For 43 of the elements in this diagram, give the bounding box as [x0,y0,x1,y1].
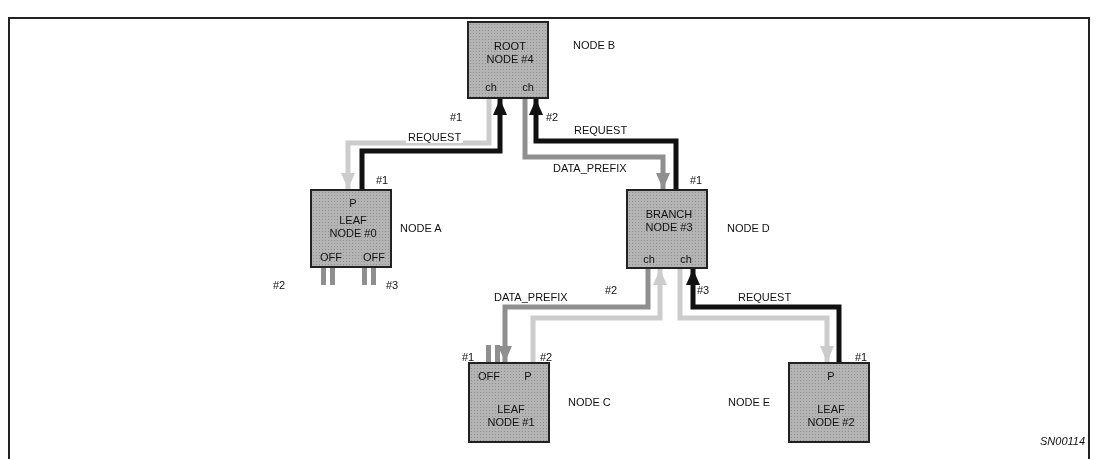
node-caption: NODE A [400,222,442,234]
node-text: P [827,369,835,383]
node-text: OFF [363,250,385,264]
port-number: #2 [540,351,553,363]
figure-code: SN00114 [1040,435,1086,447]
port-number: #1 [462,351,475,363]
node-text: ch [643,252,655,266]
node-text: ROOT NODE #4 [485,40,535,66]
arrow [530,269,667,362]
node-text: OFF [320,250,342,264]
node-caption: NODE C [568,396,611,408]
node-text: LEAF NODE #1 [486,403,536,429]
node-text: P [524,369,532,383]
edge-label: REQUEST [572,124,630,136]
edge-label: DATA_PREFIX [492,291,570,303]
node-caption: NODE B [573,39,616,51]
edge-label: REQUEST [406,131,464,143]
port-number: #3 [386,279,399,291]
node-box [467,21,549,99]
node-box [468,362,550,443]
node-text: ch [522,80,534,94]
node-text: BRANCH NODE #3 [644,208,694,234]
port-number: #3 [697,284,710,296]
node-text: ch [680,252,692,266]
port-number: #2 [605,284,618,296]
edge-label: REQUEST [736,291,794,303]
node-text: OFF [478,369,500,383]
node-text: P [349,196,357,210]
node-box [310,189,392,268]
port-number: #2 [546,111,559,123]
arrow [341,99,492,189]
node-text: LEAF NODE #2 [806,403,856,429]
node-text: ch [485,80,497,94]
node-caption: NODE E [728,396,771,408]
node-caption: NODE D [727,222,770,234]
edge-label: DATA_PREFIX [551,162,629,174]
node-box [788,362,870,443]
node-text: LEAF NODE #0 [328,214,378,240]
arrow [359,99,507,189]
arrow [498,269,651,362]
port-number: #2 [273,279,286,291]
port-number: #1 [450,111,463,123]
node-box [626,189,708,269]
